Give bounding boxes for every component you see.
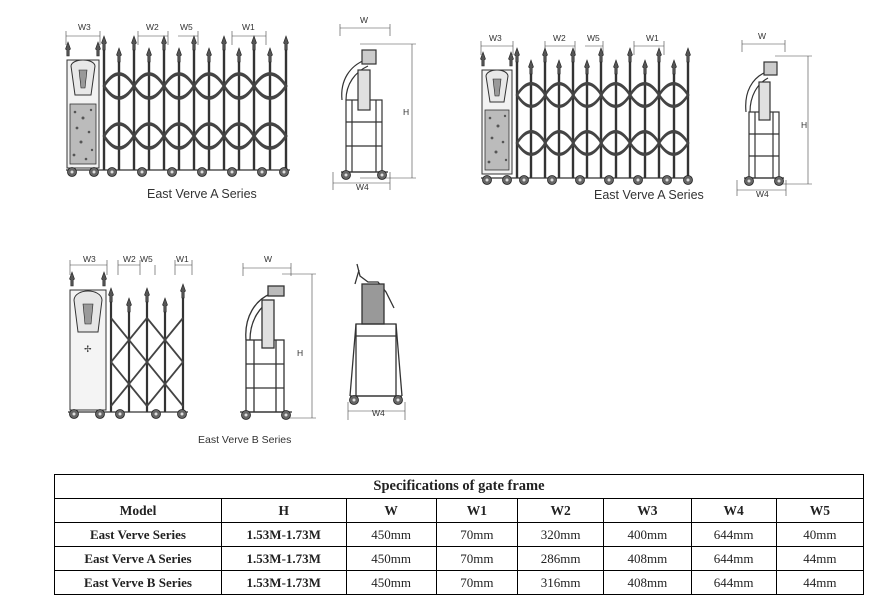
header-h: H [220,498,347,523]
table-row: East Verve Series 1.53M-1.73M 450mm 70mm… [54,522,865,547]
figure-a-side-left: W H W4 [332,15,416,192]
table-row: East Verve A Series 1.53M-1.73M 450mm 70… [54,546,865,571]
cell-w3: 408mm [603,546,692,571]
cell-w: 450mm [345,546,437,571]
side-a-right-h: H [801,120,807,130]
gate-drawings: W3 W2 W5 W1 [65,15,812,446]
cell-w3: 408mm [603,570,692,595]
dim-w2-right: W2 [553,33,566,43]
dim-w3: W3 [78,22,91,32]
cell-model: East Verve Series [54,522,222,547]
header-w3: W3 [603,498,692,523]
header-w5: W5 [775,498,865,523]
cell-h: 1.53M-1.73M [220,570,347,595]
spec-header-row: Model H W W1 W2 W3 W4 W5 [54,498,865,523]
dim-w2: W2 [146,22,159,32]
caption-b: East Verve B Series [198,434,291,446]
svg-text:✢: ✢ [84,345,92,355]
cell-model: East Verve A Series [54,546,222,571]
table-row: East Verve B Series 1.53M-1.73M 450mm 70… [54,570,865,595]
side-a-right-w4: W4 [756,189,769,199]
side-b-w: W [264,254,272,264]
figure-a-front-right: W3 W2 W5 W1 [480,33,704,202]
header-w1: W1 [435,498,519,523]
caption-a-right: East Verve A Series [594,188,704,202]
cell-w2: 286mm [516,546,605,571]
cell-w2: 320mm [516,522,605,547]
dim-w1: W1 [242,22,255,32]
cell-h: 1.53M-1.73M [220,522,347,547]
dim-w5: W5 [180,22,193,32]
cell-w5: 44mm [775,570,865,595]
figure-a-front-left: W3 W2 W5 W1 [65,22,290,201]
cell-w2: 316mm [516,570,605,595]
caption-a-left: East Verve A Series [147,187,257,201]
dim-w2-b: W2 [123,254,136,264]
cell-w1: 70mm [435,522,519,547]
dim-w5-b: W5 [140,254,153,264]
header-w: W [345,498,437,523]
dim-w3-right: W3 [489,33,502,43]
header-w2: W2 [516,498,605,523]
dim-w1-b: W1 [176,254,189,264]
spec-table-title: Specifications of gate frame [54,474,864,499]
cell-w4: 644mm [690,522,777,547]
figure-b-end: W4 [347,263,406,420]
dim-w1-right: W1 [646,33,659,43]
figure-b-side: W H East Verve B Series [198,254,316,446]
spec-table: Specifications of gate frame Model H W W… [54,474,865,595]
side-a-left-h: H [403,107,409,117]
end-b-w4: W4 [372,408,385,418]
dim-w5-right: W5 [587,33,600,43]
cell-w4: 644mm [690,546,777,571]
side-a-left-w4: W4 [356,182,369,192]
figure-a-side-right: W H W4 [736,31,812,199]
figure-b-front: W3 W2 W5 W1 ✢ [68,254,193,419]
cell-w4: 644mm [690,570,777,595]
header-model: Model [54,498,222,523]
side-a-right-w: W [758,31,766,41]
side-b-h: H [297,348,303,358]
cell-w: 450mm [345,522,437,547]
cell-w5: 44mm [775,546,865,571]
cell-h: 1.53M-1.73M [220,546,347,571]
header-w4: W4 [690,498,777,523]
cell-w5: 40mm [775,522,865,547]
cell-w3: 400mm [603,522,692,547]
cell-w1: 70mm [435,570,519,595]
cell-w1: 70mm [435,546,519,571]
dim-w3-b: W3 [83,254,96,264]
cell-w: 450mm [345,570,437,595]
side-a-left-w: W [360,15,368,25]
cell-model: East Verve B Series [54,570,222,595]
